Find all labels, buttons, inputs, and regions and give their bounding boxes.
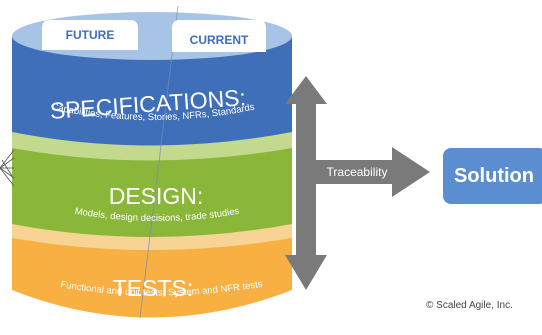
tab-future: FUTURE (42, 20, 138, 50)
tab-future-label: FUTURE (66, 28, 115, 42)
design-layer (12, 142, 292, 237)
starburst-icon (0, 149, 15, 187)
tab-current: CURRENT (172, 20, 266, 52)
solution-box: Solution (443, 148, 542, 204)
traceability-label: Traceability (327, 165, 388, 179)
tests-title: TESTS: (113, 275, 194, 301)
design-title: DESIGN: (109, 183, 204, 209)
future-current-divider (139, 5, 179, 319)
specifications-layer (12, 36, 292, 146)
copyright-text: © Scaled Agile, Inc. (426, 300, 513, 311)
vertical-double-arrow (285, 76, 327, 290)
tests-layer (12, 228, 292, 318)
solution-label: Solution (454, 164, 534, 187)
cylinder (12, 5, 292, 319)
traceability-arrow (316, 147, 430, 197)
tab-current-label: CURRENT (190, 33, 249, 47)
